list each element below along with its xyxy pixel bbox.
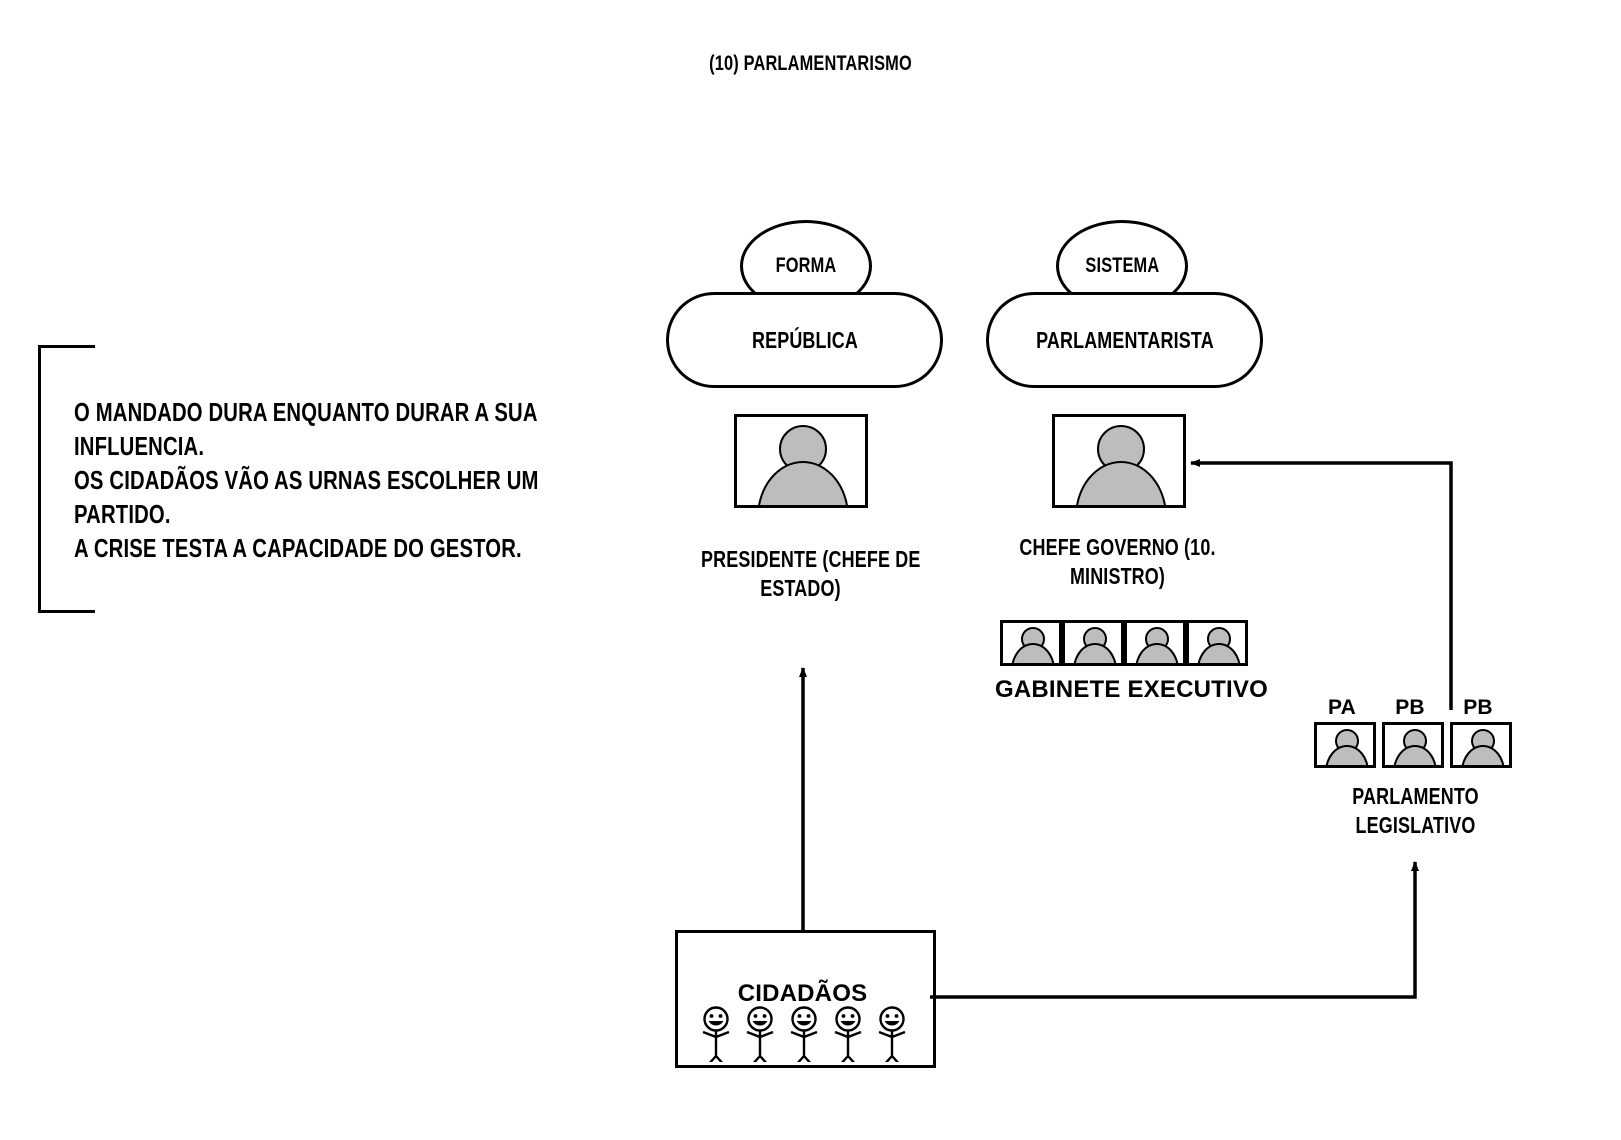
parliament-party-label-text: PB bbox=[1395, 696, 1425, 719]
note-text-block: O MANDADO DURA ENQUANTO DURAR A SUA INFL… bbox=[74, 395, 544, 565]
note-line-4: PARTIDO. bbox=[74, 499, 171, 529]
page-title: (10) PARLAMENTARISMO bbox=[709, 52, 912, 75]
note-line-1: O MANDADO DURA ENQUANTO DURAR A SUA bbox=[74, 397, 538, 427]
person-avatar-icon-body bbox=[1197, 643, 1241, 663]
connector-citizens-to-parliament bbox=[930, 861, 1419, 999]
parliament-party-label-text: PA bbox=[1327, 696, 1356, 719]
cabinet-label: GABINETE EXECUTIVO bbox=[995, 676, 1268, 704]
category-value-parlamentarista: PARLAMENTARISTA bbox=[986, 292, 1263, 388]
person-avatar-icon-body bbox=[1135, 643, 1179, 663]
parliament-party-label: PB bbox=[1382, 696, 1438, 720]
category-value-republica: REPÚBLICA bbox=[666, 292, 943, 388]
person-avatar-icon-body bbox=[757, 461, 849, 505]
cabinet-member-box bbox=[1000, 620, 1062, 666]
president-label-line-1: PRESIDENTE (CHEFE DE bbox=[701, 546, 921, 572]
parliament-member-box bbox=[1314, 722, 1376, 768]
head-of-government-label-line-2: MINISTRO) bbox=[1069, 563, 1166, 589]
note-line-3: OS CIDADÃOS VÃO AS URNAS ESCOLHER UM bbox=[74, 465, 539, 495]
parliament-party-label: PA bbox=[1314, 696, 1370, 720]
category-value-label: REPÚBLICA bbox=[751, 326, 858, 353]
category-tag-label: FORMA bbox=[775, 254, 837, 277]
stick-figure-smiley-icon bbox=[878, 1006, 906, 1062]
parliament-label: PARLAMENTO LEGISLATIVO bbox=[1288, 782, 1543, 840]
citizens-label: CIDADÃOS bbox=[675, 980, 930, 1008]
parliament-member-box bbox=[1450, 722, 1512, 768]
person-avatar-icon-body bbox=[1393, 745, 1437, 765]
president-label: PRESIDENTE (CHEFE DE ESTADO) bbox=[673, 545, 928, 603]
person-avatar-icon-body bbox=[1073, 643, 1117, 663]
note-line-5: A CRISE TESTA A CAPACIDADE DO GESTOR. bbox=[74, 533, 522, 563]
head-of-government-label: CHEFE GOVERNO (10. MINISTRO) bbox=[990, 533, 1245, 591]
president-label-line-2: ESTADO) bbox=[760, 575, 841, 601]
parliament-label-line-2: LEGISLATIVO bbox=[1355, 812, 1476, 838]
parliament-member-box bbox=[1382, 722, 1444, 768]
parliament-party-label-text: PB bbox=[1463, 696, 1493, 719]
cabinet-member-box bbox=[1124, 620, 1186, 666]
parliament-party-label: PB bbox=[1450, 696, 1506, 720]
category-value-label: PARLAMENTARISTA bbox=[1035, 326, 1214, 353]
person-avatar-icon-body bbox=[1461, 745, 1505, 765]
cabinet-member-box bbox=[1062, 620, 1124, 666]
citizens-stick-figures bbox=[702, 1006, 906, 1062]
stick-figure-smiley-icon bbox=[834, 1006, 862, 1062]
stick-figure-smiley-icon bbox=[746, 1006, 774, 1062]
note-line-2: INFLUENCIA. bbox=[74, 431, 205, 461]
head-of-government-avatar-box bbox=[1052, 414, 1186, 508]
citizens-label-text: CIDADÃOS bbox=[737, 980, 868, 1007]
person-avatar-icon-body bbox=[1325, 745, 1369, 765]
stick-figure-smiley-icon bbox=[702, 1006, 730, 1062]
stick-figure-smiley-icon bbox=[790, 1006, 818, 1062]
cabinet-member-box bbox=[1186, 620, 1248, 666]
note-bracket bbox=[38, 345, 95, 613]
person-avatar-icon-body bbox=[1075, 461, 1167, 505]
head-of-government-label-line-1: CHEFE GOVERNO (10. bbox=[1019, 534, 1216, 560]
cabinet-label-text: GABINETE EXECUTIVO bbox=[995, 676, 1268, 703]
category-tag-label: SISTEMA bbox=[1085, 254, 1159, 277]
parliament-label-line-1: PARLAMENTO bbox=[1352, 783, 1479, 809]
president-avatar-box bbox=[734, 414, 868, 508]
person-avatar-icon-body bbox=[1011, 643, 1055, 663]
